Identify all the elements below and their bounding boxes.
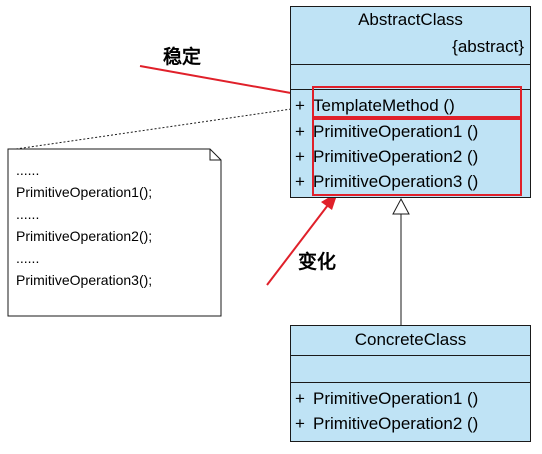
abstract-class-separator-2	[291, 89, 530, 90]
abstract-op-template-method[interactable]: +TemplateMethod ()	[295, 96, 455, 115]
note-line-1: ......	[16, 162, 40, 178]
note-line-2: PrimitiveOperation1();	[16, 184, 153, 200]
stable-highlight	[312, 86, 522, 118]
abstract-op-primitive-3[interactable]: +PrimitiveOperation3 ()	[295, 172, 479, 191]
change-label: 变化	[298, 251, 337, 273]
note-line-6: PrimitiveOperation3();	[16, 272, 153, 288]
stable-arrow-line	[139, 65, 303, 96]
note-fold	[209, 149, 221, 161]
abstract-class-stereotype: {abstract}	[452, 37, 524, 56]
note-link-line	[15, 105, 313, 150]
abstract-class-separator-1	[291, 64, 530, 65]
abstract-op-primitive-1[interactable]: +PrimitiveOperation1 ()	[295, 122, 479, 141]
abstract-class-box[interactable]: AbstractClass {abstract} +TemplateMethod…	[290, 6, 531, 198]
concrete-class-separator-2	[291, 382, 530, 383]
stable-label: 稳定	[163, 46, 202, 68]
note-line-4: PrimitiveOperation2();	[16, 228, 153, 244]
concrete-op-primitive-2[interactable]: +PrimitiveOperation2 ()	[295, 414, 479, 433]
concrete-class-name: ConcreteClass	[354, 330, 467, 349]
change-highlight	[312, 118, 522, 196]
abstract-op-primitive-2[interactable]: +PrimitiveOperation2 ()	[295, 147, 479, 166]
inheritance-arrowhead	[392, 197, 410, 215]
note-shape	[7, 148, 222, 317]
abstract-class-name: AbstractClass	[358, 10, 463, 29]
concrete-op-primitive-1[interactable]: +PrimitiveOperation1 ()	[295, 389, 479, 408]
concrete-class-separator-1	[291, 355, 530, 356]
change-arrow-line	[266, 204, 329, 286]
note-line-5: ......	[16, 250, 40, 266]
concrete-class-box[interactable]: ConcreteClass +PrimitiveOperation1 () +P…	[290, 325, 531, 442]
note-line-3: ......	[16, 206, 40, 222]
